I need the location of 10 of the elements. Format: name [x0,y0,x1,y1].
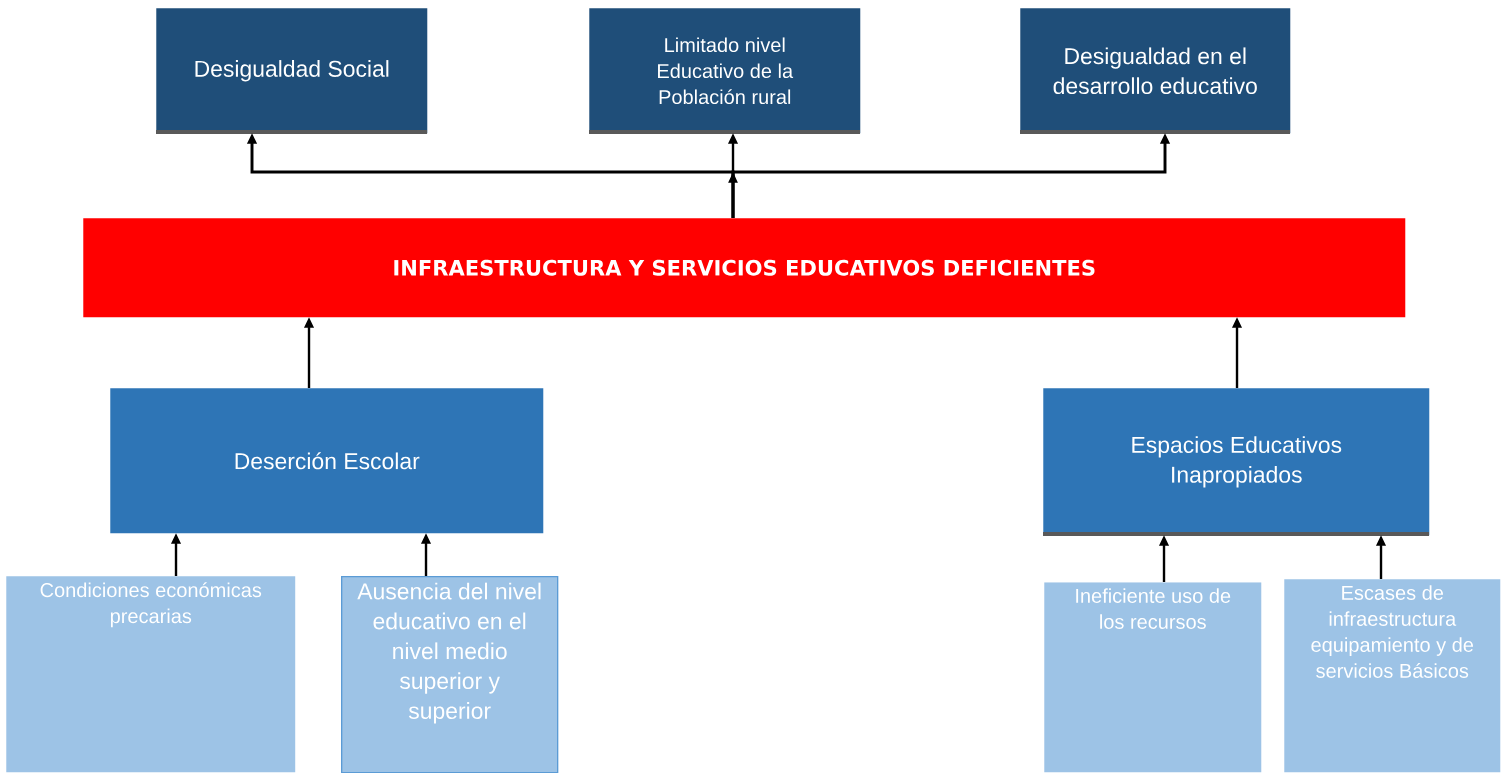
sub-cause-box: Condiciones económicas precarias [6,576,296,773]
problem-box: INFRAESTRUCTURA Y SERVICIOS EDUCATIVOS DEFICIENTES [83,218,1406,318]
sub-cause-box: Ausencia del nivel educativo en el nivel medio superior y superior [341,576,559,773]
sub-cause-box: Escases de infraestructura equipamiento y de servicios Básicos [1284,579,1501,773]
cause-box: Deserción Escolar [110,388,544,534]
effect-box: Limitado nivel Educativo de la Población rural [589,8,861,134]
sub-cause-box: Ineficiente uso de los recursos [1044,582,1262,773]
effect-box: Desigualdad Social [156,8,428,134]
cause-box: Espacios Educativos Inapropiados [1043,388,1430,536]
effect-box: Desigualdad en el desarrollo educativo [1020,8,1291,134]
